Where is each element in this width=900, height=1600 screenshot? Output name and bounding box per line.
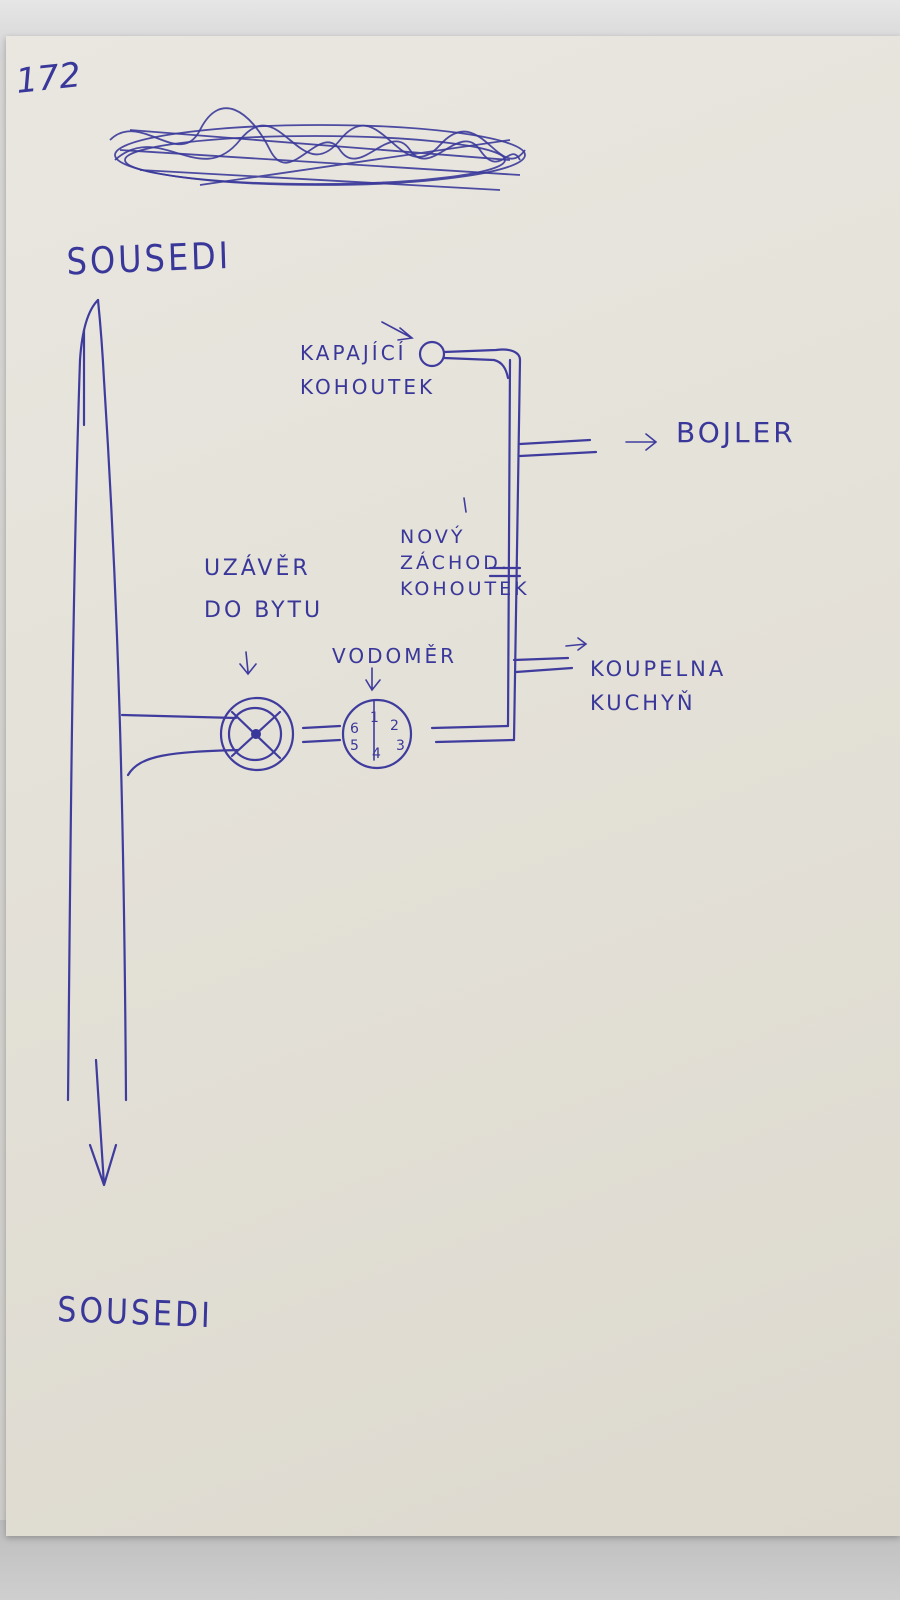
label-boiler: BOJLER xyxy=(676,416,796,449)
boiler-branch-pipe xyxy=(518,433,658,458)
label-neighbors-top: SOUSEDI xyxy=(66,233,232,284)
page-number: 172 xyxy=(14,55,83,102)
label-line: KAPAJÍCÍ xyxy=(300,341,407,365)
meter-digit: 5 xyxy=(350,738,359,754)
label-line: KUCHYŇ xyxy=(590,691,696,715)
meter-digit: 6 xyxy=(350,721,359,737)
label-new-toilet-valve: NOVÝ ZÁCHOD. KOHOUTEK xyxy=(400,524,530,602)
branch-pipe-to-shutoff xyxy=(120,713,240,777)
pipe-to-meter xyxy=(301,724,342,744)
notebook-page xyxy=(6,36,900,1536)
meter-digit: 4 xyxy=(372,746,381,762)
label-line: KOHOUTEK xyxy=(300,375,436,399)
label-line: KOUPELNA xyxy=(590,657,727,681)
label-shutoff: UZÁVĚR DO BYTU xyxy=(204,548,323,632)
dripping-valve-symbol xyxy=(381,321,446,368)
label-dripping-valve: KAPAJÍCÍ KOHOUTEK xyxy=(300,336,435,404)
meter-digit: 2 xyxy=(390,718,399,734)
meter-digit: 3 xyxy=(396,738,405,754)
apartment-riser-pipe xyxy=(430,348,522,744)
label-line: NOVÝ xyxy=(400,526,466,548)
label-line: KOHOUTEK xyxy=(400,578,530,600)
label-line: ZÁCHOD. xyxy=(400,552,510,574)
toilet-valve-marker xyxy=(463,497,522,578)
water-meter-symbol: 6 1 2 3 4 5 xyxy=(341,667,413,770)
label-neighbors-bottom: SOUSEDI xyxy=(56,1290,214,1337)
bathroom-kitchen-branch-pipe xyxy=(512,637,588,674)
crossed-out-scribble xyxy=(109,107,526,191)
label-line: DO BYTU xyxy=(204,598,324,623)
label-bathroom-kitchen: KOUPELNA KUCHYŇ xyxy=(590,652,726,720)
shutoff-valve-symbol xyxy=(219,651,295,772)
label-line: UZÁVĚR xyxy=(204,556,311,581)
label-water-meter: VODOMĚR xyxy=(332,644,458,668)
main-riser-pipe xyxy=(66,298,128,1187)
